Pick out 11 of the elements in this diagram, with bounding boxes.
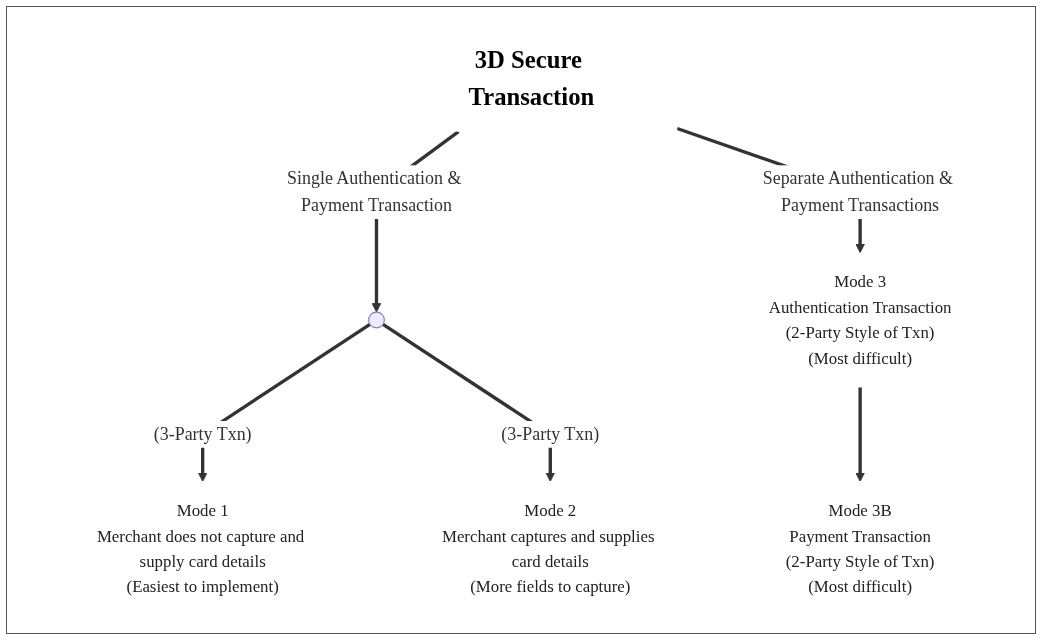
edge-label: (3-Party Txn) — [153, 424, 252, 444]
node-text: 3D Secure Transaction — [468, 45, 595, 111]
node-text: Mode 3 Authentication Transaction (2-Party Style of Txn) (Most difficult) — [768, 272, 952, 367]
arrow — [855, 387, 866, 482]
edge-label: Separate Authentication & Payment Transactions — [762, 168, 954, 215]
node-text: Mode 1 Merchant does not capture and supply card details (Easiest to implement) — [96, 501, 305, 596]
edge-label: Single Authentication & Payment Transaction — [287, 168, 462, 215]
node-text: Mode 2 Merchant captures and supplies card details (More fields to capture) — [441, 501, 655, 596]
node-point — [368, 311, 385, 329]
edge-label: (3-Party Txn) — [501, 424, 600, 444]
node-text: Mode 3B Payment Transaction (2-Party Style of Txn) (Most difficult) — [785, 501, 935, 596]
